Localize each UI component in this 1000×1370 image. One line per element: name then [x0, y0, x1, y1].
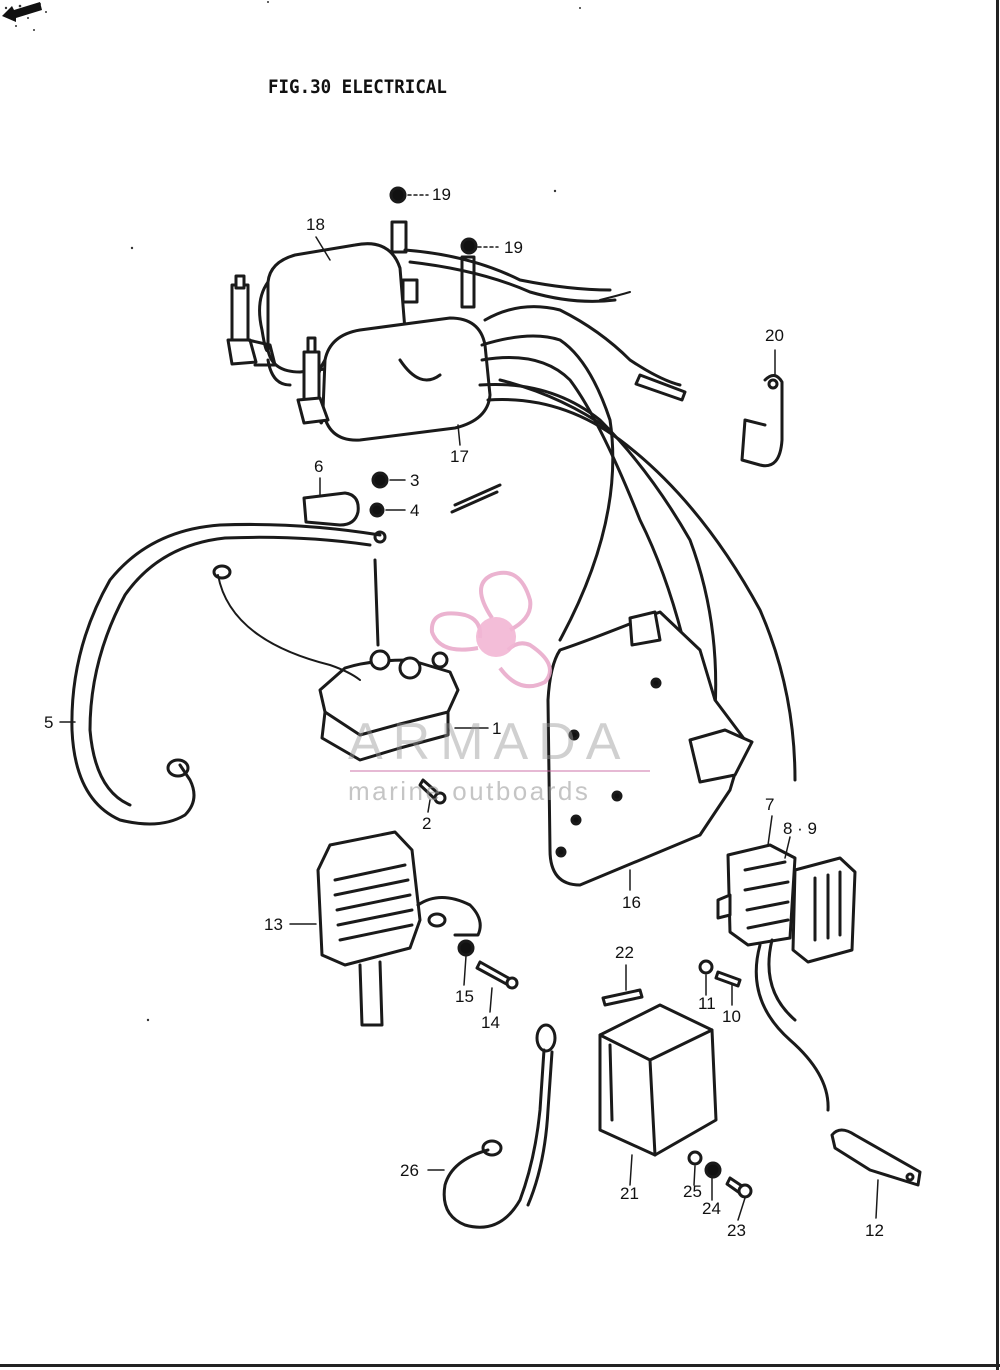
forward-arrow-icon — [2, 2, 42, 22]
callout-12: 12 — [865, 1221, 884, 1240]
battery-cable-5 — [70, 522, 387, 826]
callout-1: 1 — [492, 719, 502, 738]
bolt-22 — [601, 988, 644, 1007]
terminal-cap-6 — [302, 491, 360, 527]
callout-7: 7 — [765, 795, 775, 814]
relay-cover-21 — [598, 1003, 718, 1157]
ground-strap-12 — [830, 1128, 922, 1187]
callout-22: 22 — [615, 943, 634, 962]
fuse-box-wire — [754, 943, 830, 1112]
callout-18: 18 — [306, 215, 325, 234]
callout-19: 19 — [432, 185, 451, 204]
callout-25: 25 — [683, 1182, 702, 1201]
callout-14: 14 — [481, 1013, 500, 1032]
callout-21: 21 — [620, 1184, 639, 1203]
screw-2 — [418, 778, 447, 805]
regulator-rectifier-13 — [316, 830, 482, 1027]
ground-cable-26 — [442, 1023, 557, 1229]
callout-3: 3 — [410, 471, 420, 490]
callout-15: 15 — [455, 987, 474, 1006]
callout-11: 11 — [698, 994, 716, 1013]
callout-2: 2 — [422, 814, 432, 833]
callout-6: 6 — [314, 457, 324, 476]
mounting-plate-16 — [546, 610, 754, 887]
callout-20: 20 — [765, 326, 784, 345]
callout-24: 24 — [702, 1199, 721, 1218]
nut-3 — [371, 471, 389, 489]
watermark-divider — [350, 770, 650, 772]
callout-23: 23 — [727, 1221, 746, 1240]
coil-wire-harness — [403, 248, 797, 782]
clamp-20 — [740, 374, 784, 468]
callout-19: 19 — [504, 238, 523, 257]
callout-5: 5 — [44, 713, 54, 732]
callout-13: 13 — [264, 915, 283, 934]
fuse-cover-8-9 — [791, 856, 857, 964]
frame-border-right — [996, 0, 999, 1370]
starter-relay-1 — [212, 558, 460, 762]
ignition-coil-17 — [296, 316, 492, 442]
washer-11 — [698, 959, 714, 975]
washer-15 — [457, 939, 475, 957]
frame-border-bottom — [0, 1364, 1000, 1367]
callout-8-9: 8 · 9 — [783, 819, 818, 838]
callout-4: 4 — [410, 501, 420, 520]
screw-14 — [475, 960, 519, 990]
callout-10: 10 — [722, 1007, 741, 1026]
callout-16: 16 — [622, 893, 641, 912]
fuse-box-7 — [716, 843, 797, 947]
washer-25 — [687, 1150, 703, 1166]
washer-24 — [704, 1161, 722, 1179]
figure-title: FIG.30 ELECTRICAL — [268, 76, 447, 98]
coil-terminal-nuts-19 — [389, 186, 478, 309]
callout-26: 26 — [400, 1161, 419, 1180]
watermark-brand: ARMADA — [348, 713, 631, 771]
washer-4 — [369, 502, 385, 518]
screw-23 — [725, 1176, 753, 1199]
screw-10 — [714, 970, 742, 988]
callout-leaders — [59, 194, 879, 1221]
watermark-tagline: marine outboards — [348, 776, 591, 806]
callout-17: 17 — [450, 447, 469, 466]
scan-specks — [4, 1, 581, 1022]
